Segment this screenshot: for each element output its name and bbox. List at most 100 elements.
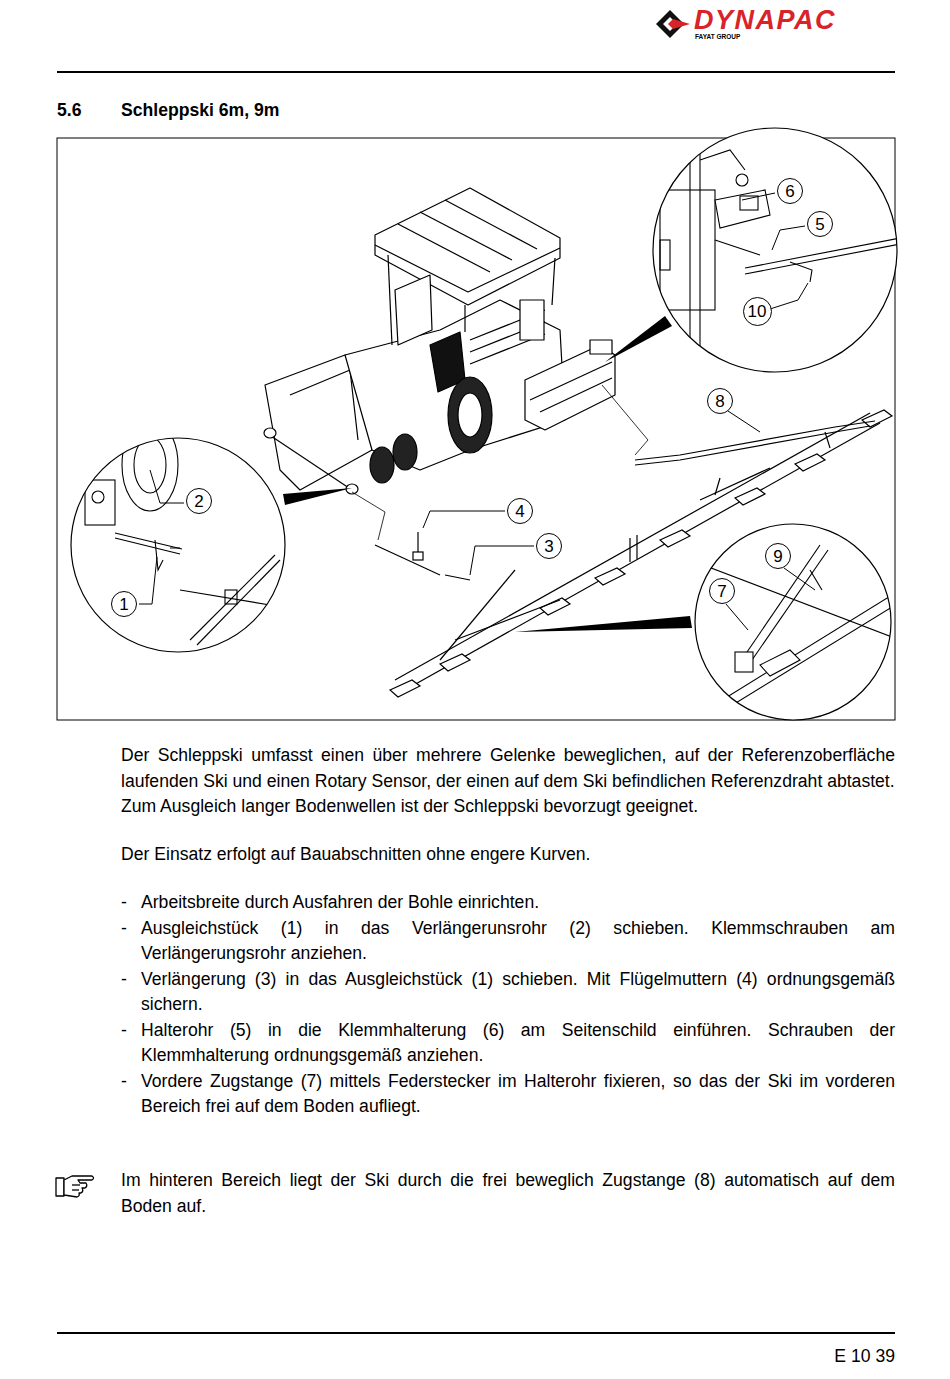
callout-text: 5 — [815, 216, 824, 233]
note-hand-icon — [64, 1176, 94, 1197]
header-rule — [57, 71, 895, 73]
assembly-line — [352, 492, 385, 540]
detail-pointer — [283, 316, 692, 632]
detail-drawing — [745, 244, 900, 274]
callout-text: 9 — [773, 548, 782, 565]
paver-drawing — [395, 275, 432, 345]
leader-line — [770, 283, 808, 309]
assembly-line — [352, 385, 648, 540]
callout-number: 3 — [536, 533, 562, 559]
callout-text: 2 — [194, 493, 203, 510]
body-text: Der Schleppski umfasst einen über mehrer… — [121, 743, 895, 1120]
ski-drawing — [595, 568, 625, 585]
ski-drawing — [375, 545, 440, 575]
detail-drawing — [752, 550, 828, 660]
detail-drawing — [790, 262, 812, 282]
paver-drawing — [525, 345, 615, 430]
callout-number: 5 — [807, 211, 833, 237]
paver-drawing — [398, 224, 490, 272]
leader-line — [139, 557, 157, 604]
paver-drawing — [388, 255, 392, 345]
detail-pointer — [515, 616, 692, 632]
detail-drawing — [660, 190, 715, 310]
ski-drawing — [445, 575, 470, 580]
detail-drawing — [85, 480, 115, 525]
paver-drawing — [530, 362, 612, 400]
list-text: Vordere Zugstange (7) mittels Federsteck… — [141, 1069, 895, 1120]
detail-pointer — [283, 488, 352, 505]
callout-text: 4 — [515, 503, 524, 520]
detail-drawing — [670, 320, 690, 380]
detail-drawing — [700, 602, 900, 725]
detail-drawing — [700, 150, 745, 170]
callout-number: 8 — [707, 388, 733, 414]
paver-drawing — [448, 377, 492, 453]
paver-drawing — [290, 370, 358, 440]
detail-drawing — [190, 555, 275, 640]
callout-number: 4 — [507, 498, 533, 524]
paver-drawing — [264, 188, 615, 494]
detail-drawing — [170, 547, 180, 548]
paver-drawing — [590, 340, 612, 354]
ski-drawing — [862, 410, 892, 427]
callout-text: 1 — [119, 596, 128, 613]
paver-drawing — [370, 447, 394, 483]
paragraph: Der Schleppski umfasst einen über mehrer… — [121, 743, 895, 794]
callout-number: 9 — [765, 543, 791, 569]
paver-drawing — [464, 305, 465, 332]
detail-drawing — [715, 240, 760, 255]
logo-icon — [656, 10, 690, 38]
list-text: Ausgleichstück (1) in das Verlängerunsro… — [141, 916, 895, 967]
callout-number: 6 — [777, 178, 803, 204]
ski-drawing — [631, 548, 634, 558]
paver-drawing — [420, 212, 512, 260]
note-hand-icon — [72, 1189, 79, 1190]
paragraph: Der Einsatz erfolgt auf Bauabschnitten o… — [121, 842, 895, 868]
callout-text: 10 — [748, 303, 767, 320]
leader-line — [139, 193, 815, 630]
ski-drawing — [629, 538, 630, 562]
list-dash: - — [121, 890, 141, 916]
ski-drawing — [635, 421, 875, 460]
paver-drawing — [552, 258, 555, 305]
section-number: 5.6 — [57, 100, 81, 121]
note-hand-icon — [56, 1176, 94, 1197]
ski-drawing — [413, 552, 423, 560]
paver-drawing — [540, 378, 612, 412]
logo-icon — [668, 19, 690, 29]
list-dash: - — [121, 967, 141, 1018]
ski-drawing — [795, 454, 825, 471]
section-title: Schleppski 6m, 9m — [121, 100, 279, 121]
ski-drawing — [440, 654, 470, 671]
note-text: Im hinteren Bereich liegt der Ski durch … — [121, 1168, 895, 1219]
detail-drawing — [180, 590, 270, 605]
callout-number: 2 — [186, 488, 212, 514]
note-hand-icon — [56, 1178, 64, 1196]
ski-drawing — [440, 570, 515, 660]
paver-drawing — [265, 432, 352, 490]
leader-line — [726, 604, 748, 630]
leader-line — [728, 411, 760, 432]
brand-logo: DYNAPAC — [694, 5, 836, 35]
list-dash: - — [121, 1018, 141, 1069]
detail-drawing — [810, 570, 822, 590]
paver-drawing — [264, 428, 276, 438]
detail-drawing — [92, 491, 104, 503]
ski-drawing — [455, 600, 560, 640]
leader-line — [423, 511, 505, 528]
detail-drawing — [115, 538, 180, 554]
detail-drawing — [690, 560, 900, 640]
callout-text: 3 — [544, 538, 553, 555]
detail-drawing — [660, 130, 900, 380]
detail-drawing — [689, 130, 690, 380]
detail-drawing — [690, 590, 900, 720]
ski-drawing — [390, 680, 420, 697]
leader-line — [772, 226, 805, 250]
assembly-line — [602, 385, 648, 455]
detail-drawing — [85, 419, 280, 645]
detail-pointer — [605, 316, 672, 362]
leader-line — [470, 546, 534, 575]
list-dash: - — [121, 1069, 141, 1120]
detail-drawing — [122, 419, 178, 511]
page-number: E 10 39 — [834, 1346, 895, 1367]
